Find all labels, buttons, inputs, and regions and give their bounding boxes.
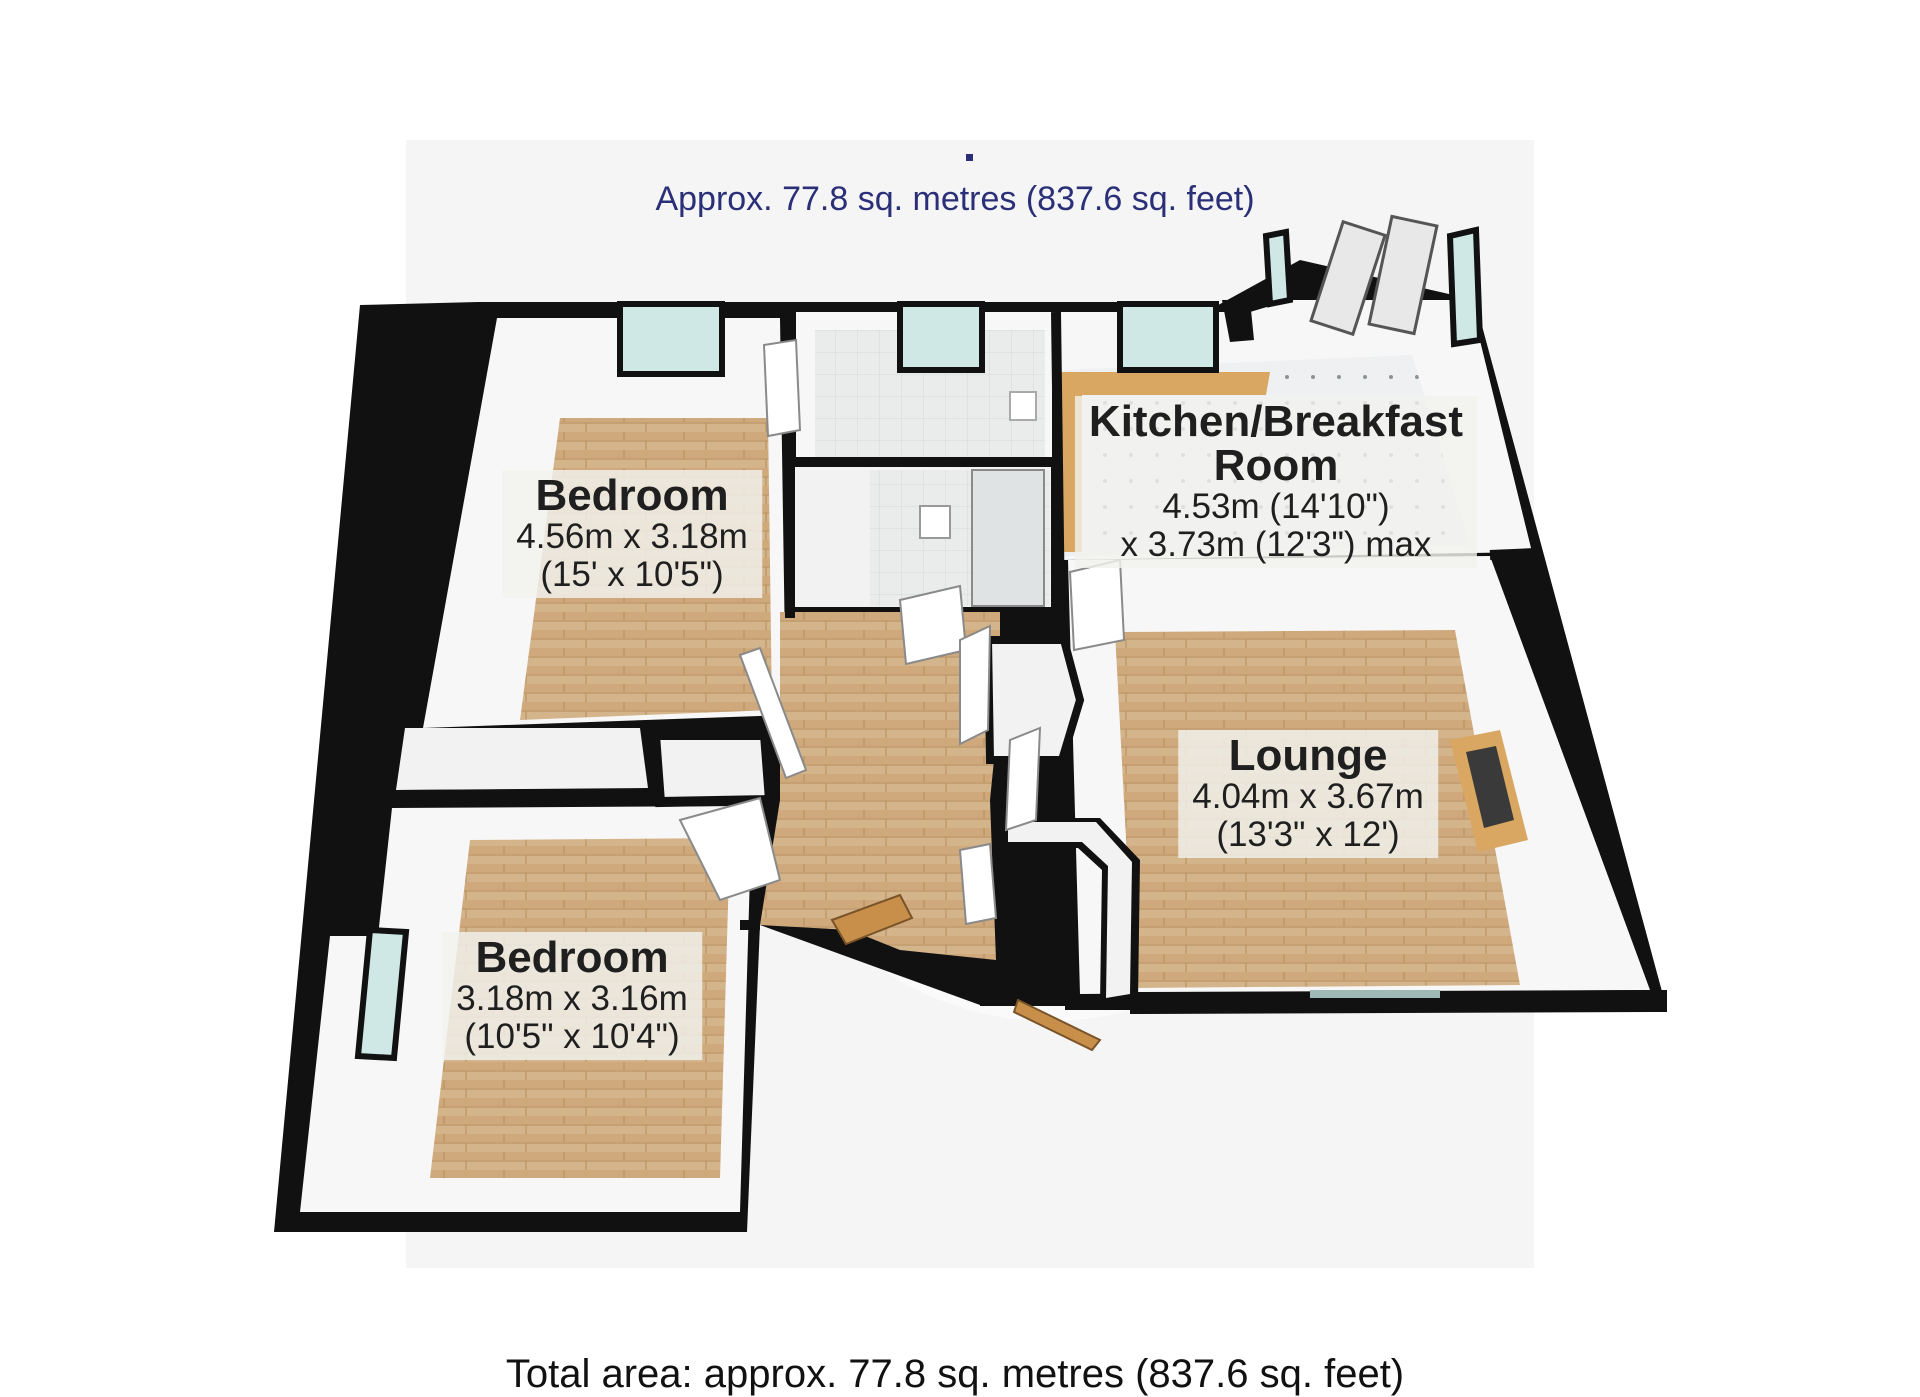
room-label-lounge: Lounge 4.04m x 3.67m (13'3" x 12') — [1178, 730, 1438, 858]
room-dimensions: 4.53m (14'10") — [1162, 487, 1390, 526]
room-dimensions: 3.18m x 3.16m — [456, 979, 688, 1018]
hallway-floor — [760, 612, 1000, 960]
kitchen-step-walls — [1222, 300, 1254, 342]
bathroom-basin — [1009, 391, 1037, 421]
french-door-left — [1309, 219, 1387, 337]
door-kitchen — [1068, 558, 1126, 652]
lounge-front-wall — [1130, 990, 1667, 1014]
french-door-right — [1367, 214, 1439, 336]
bathroom-floor — [815, 330, 1045, 460]
doors — [678, 338, 1126, 926]
floor-marker — [966, 154, 973, 161]
room-dimensions-max: x 3.73m (12'3") max — [1120, 525, 1432, 564]
room-dimensions: 4.56m x 3.18m — [516, 517, 748, 556]
room-label-bedroom-1: Bedroom 4.56m x 3.18m (15' x 10'5") — [502, 470, 762, 598]
floor-area-text: Approx. 77.8 sq. metres (837.6 sq. feet) — [655, 180, 1255, 218]
kitchen-side-window-1 — [1262, 228, 1294, 308]
wardrobe — [396, 728, 648, 790]
room-dimensions-imperial: (13'3" x 12') — [1216, 815, 1400, 854]
room-dimensions: 4.04m x 3.67m — [1192, 777, 1424, 816]
kitchen-side-window-2 — [1446, 226, 1484, 348]
room-name: Lounge — [1228, 731, 1388, 780]
lounge-bay-wall — [1000, 818, 1140, 1004]
bathroom-window — [897, 301, 985, 373]
door-bedroom-2 — [678, 796, 782, 902]
hallway-closet — [983, 636, 1085, 764]
room-label-bedroom-2: Bedroom 3.18m x 3.16m (10'5" x 10'4") — [442, 932, 702, 1060]
patio-door-strip — [1310, 990, 1440, 998]
front-door — [830, 893, 914, 946]
bedroom-2-closet — [649, 730, 776, 808]
bedroom-2-window — [354, 926, 410, 1062]
room-label-kitchen: Kitchen/Breakfast Room 4.53m (14'10") x … — [1074, 396, 1478, 568]
door-ensuite — [898, 584, 968, 666]
shower-enclosure — [971, 469, 1045, 607]
door-bedroom-1 — [738, 646, 808, 780]
room-dimensions-imperial: (10'5" x 10'4") — [464, 1017, 680, 1056]
room-name: Bedroom — [475, 933, 669, 982]
side-door — [1012, 998, 1102, 1052]
total-area-text: Total area: approx. 77.8 sq. metres (837… — [505, 1352, 1405, 1396]
door-wc — [959, 624, 992, 746]
bedroom-1-window — [617, 301, 725, 377]
room-name: Bedroom — [535, 471, 729, 520]
door-lounge — [1004, 726, 1042, 832]
room-name-line-2: Room — [1213, 441, 1339, 490]
lounge-bay-inner — [1008, 822, 1132, 998]
ensuite-basin — [919, 505, 951, 539]
room-dimensions-imperial: (15' x 10'5") — [540, 555, 724, 594]
room-name: Kitchen/Breakfast — [1088, 397, 1464, 446]
door-bathroom — [762, 338, 802, 438]
fireplace-grate — [1466, 746, 1514, 828]
door-hall-cupboard — [958, 842, 998, 926]
kitchen-window — [1117, 301, 1219, 373]
